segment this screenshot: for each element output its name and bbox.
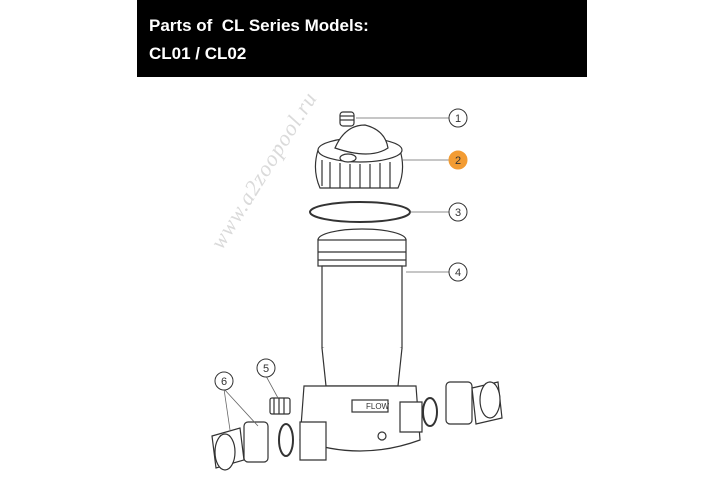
part-1-valve-cap [339, 111, 355, 127]
callout-2: 2 [448, 150, 468, 170]
callout-label-2: 2 [455, 155, 461, 167]
title-line-2: CL01 / CL02 [149, 44, 247, 63]
part-4-chlorinator-body: FLOW [299, 228, 421, 452]
part-6-union-right [399, 381, 503, 433]
callout-6: 6 [214, 371, 234, 391]
part-2-lid [314, 124, 404, 189]
callout-3: 3 [448, 202, 468, 222]
callout-label-6: 6 [221, 376, 227, 388]
callout-4: 4 [448, 262, 468, 282]
part-6-union-left [211, 421, 327, 471]
callout-5: 5 [256, 358, 276, 378]
callout-label-4: 4 [455, 267, 461, 279]
title-banner: Parts of CL Series Models: CL01 / CL02 [137, 0, 587, 77]
flow-label: FLOW [366, 402, 390, 411]
callout-1: 1 [448, 108, 468, 128]
part-3-o-ring [309, 201, 411, 223]
part-5-check-valve [269, 397, 291, 415]
callout-label-1: 1 [455, 113, 461, 125]
leader-lines [223, 117, 449, 431]
callout-label-5: 5 [263, 363, 269, 375]
title-line-1: Parts of CL Series Models: [149, 16, 369, 35]
callout-label-3: 3 [455, 207, 461, 219]
